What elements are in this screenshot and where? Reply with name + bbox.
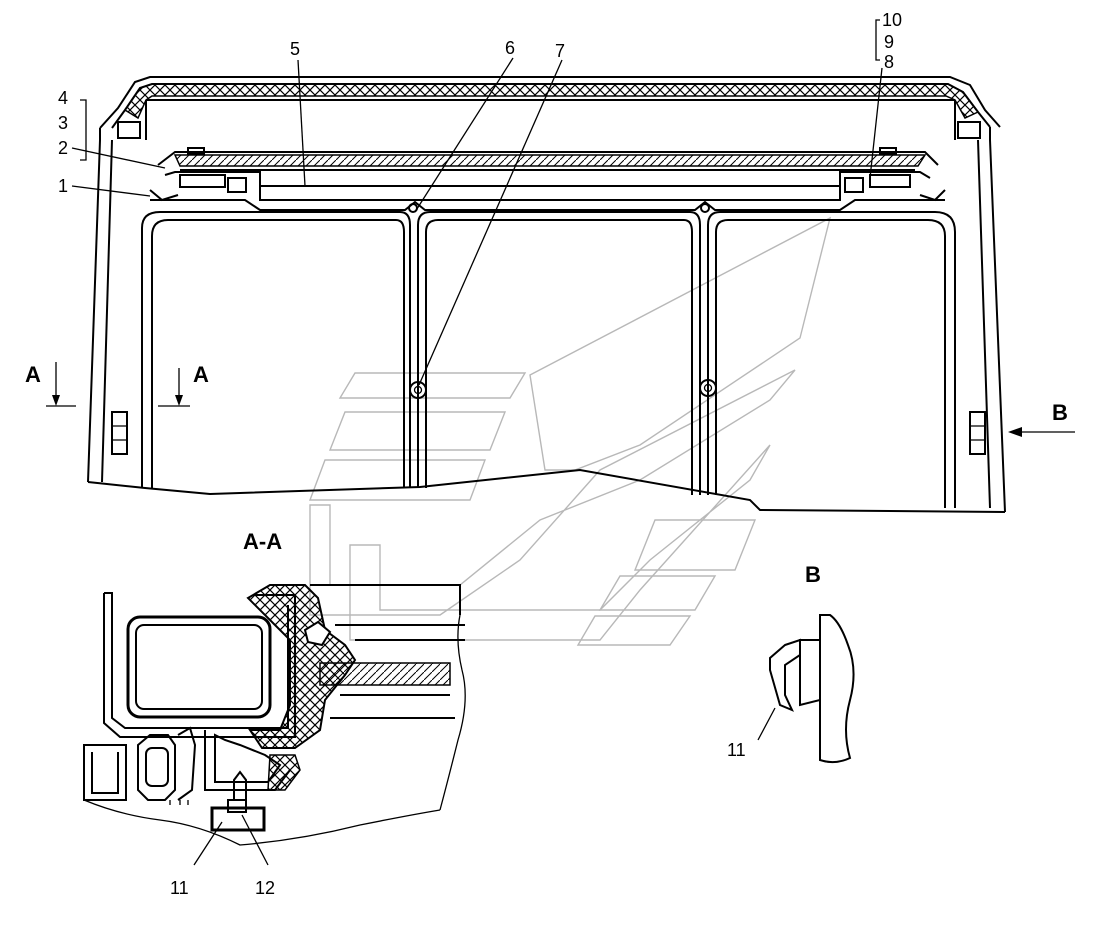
callout-11-section: 11 bbox=[170, 878, 189, 898]
view-labels: A A A-A B B bbox=[25, 362, 1068, 587]
right-latch bbox=[969, 411, 986, 455]
roof-outer-profile bbox=[99, 76, 1001, 129]
section-a-a-detail bbox=[83, 584, 466, 866]
section-a-marker-right bbox=[158, 368, 190, 407]
section-title: A-A bbox=[243, 529, 282, 554]
callout-9: 9 bbox=[884, 32, 894, 52]
leader-lines bbox=[71, 19, 883, 386]
callout-6: 6 bbox=[505, 38, 515, 58]
view-title: B bbox=[805, 562, 821, 587]
hollow-frame-profile bbox=[126, 615, 272, 719]
callout-11-view-b: 11 bbox=[727, 740, 746, 760]
body-left-side bbox=[87, 128, 113, 483]
callout-2: 2 bbox=[58, 138, 68, 158]
section-marker-right: A bbox=[193, 362, 209, 387]
callout-10: 10 bbox=[882, 10, 902, 30]
chevron-watermark-icon bbox=[308, 216, 832, 646]
left-latch bbox=[111, 411, 128, 455]
main-elevation-view bbox=[87, 76, 1006, 513]
view-arrow-label: B bbox=[1052, 400, 1068, 425]
section-a-marker-left bbox=[46, 362, 76, 407]
body-right-side bbox=[977, 127, 1006, 513]
roof-glass-panel bbox=[173, 154, 927, 167]
glass-pane-section bbox=[319, 662, 451, 686]
callout-1: 1 bbox=[58, 176, 68, 196]
view-b-detail bbox=[757, 614, 855, 764]
callout-8: 8 bbox=[884, 52, 894, 72]
callout-7: 7 bbox=[555, 41, 565, 61]
section-marker-left: A bbox=[25, 362, 41, 387]
callout-12-section: 12 bbox=[255, 878, 275, 898]
view-b-arrow bbox=[1008, 427, 1075, 437]
callout-labels: 1 2 3 4 5 6 7 8 9 10 11 12 11 bbox=[58, 10, 902, 898]
fastener-block bbox=[210, 806, 266, 832]
callout-5: 5 bbox=[290, 39, 300, 59]
callout-4: 4 bbox=[58, 88, 68, 108]
rubber-seal-profile bbox=[246, 584, 357, 749]
callout-3: 3 bbox=[58, 113, 68, 133]
